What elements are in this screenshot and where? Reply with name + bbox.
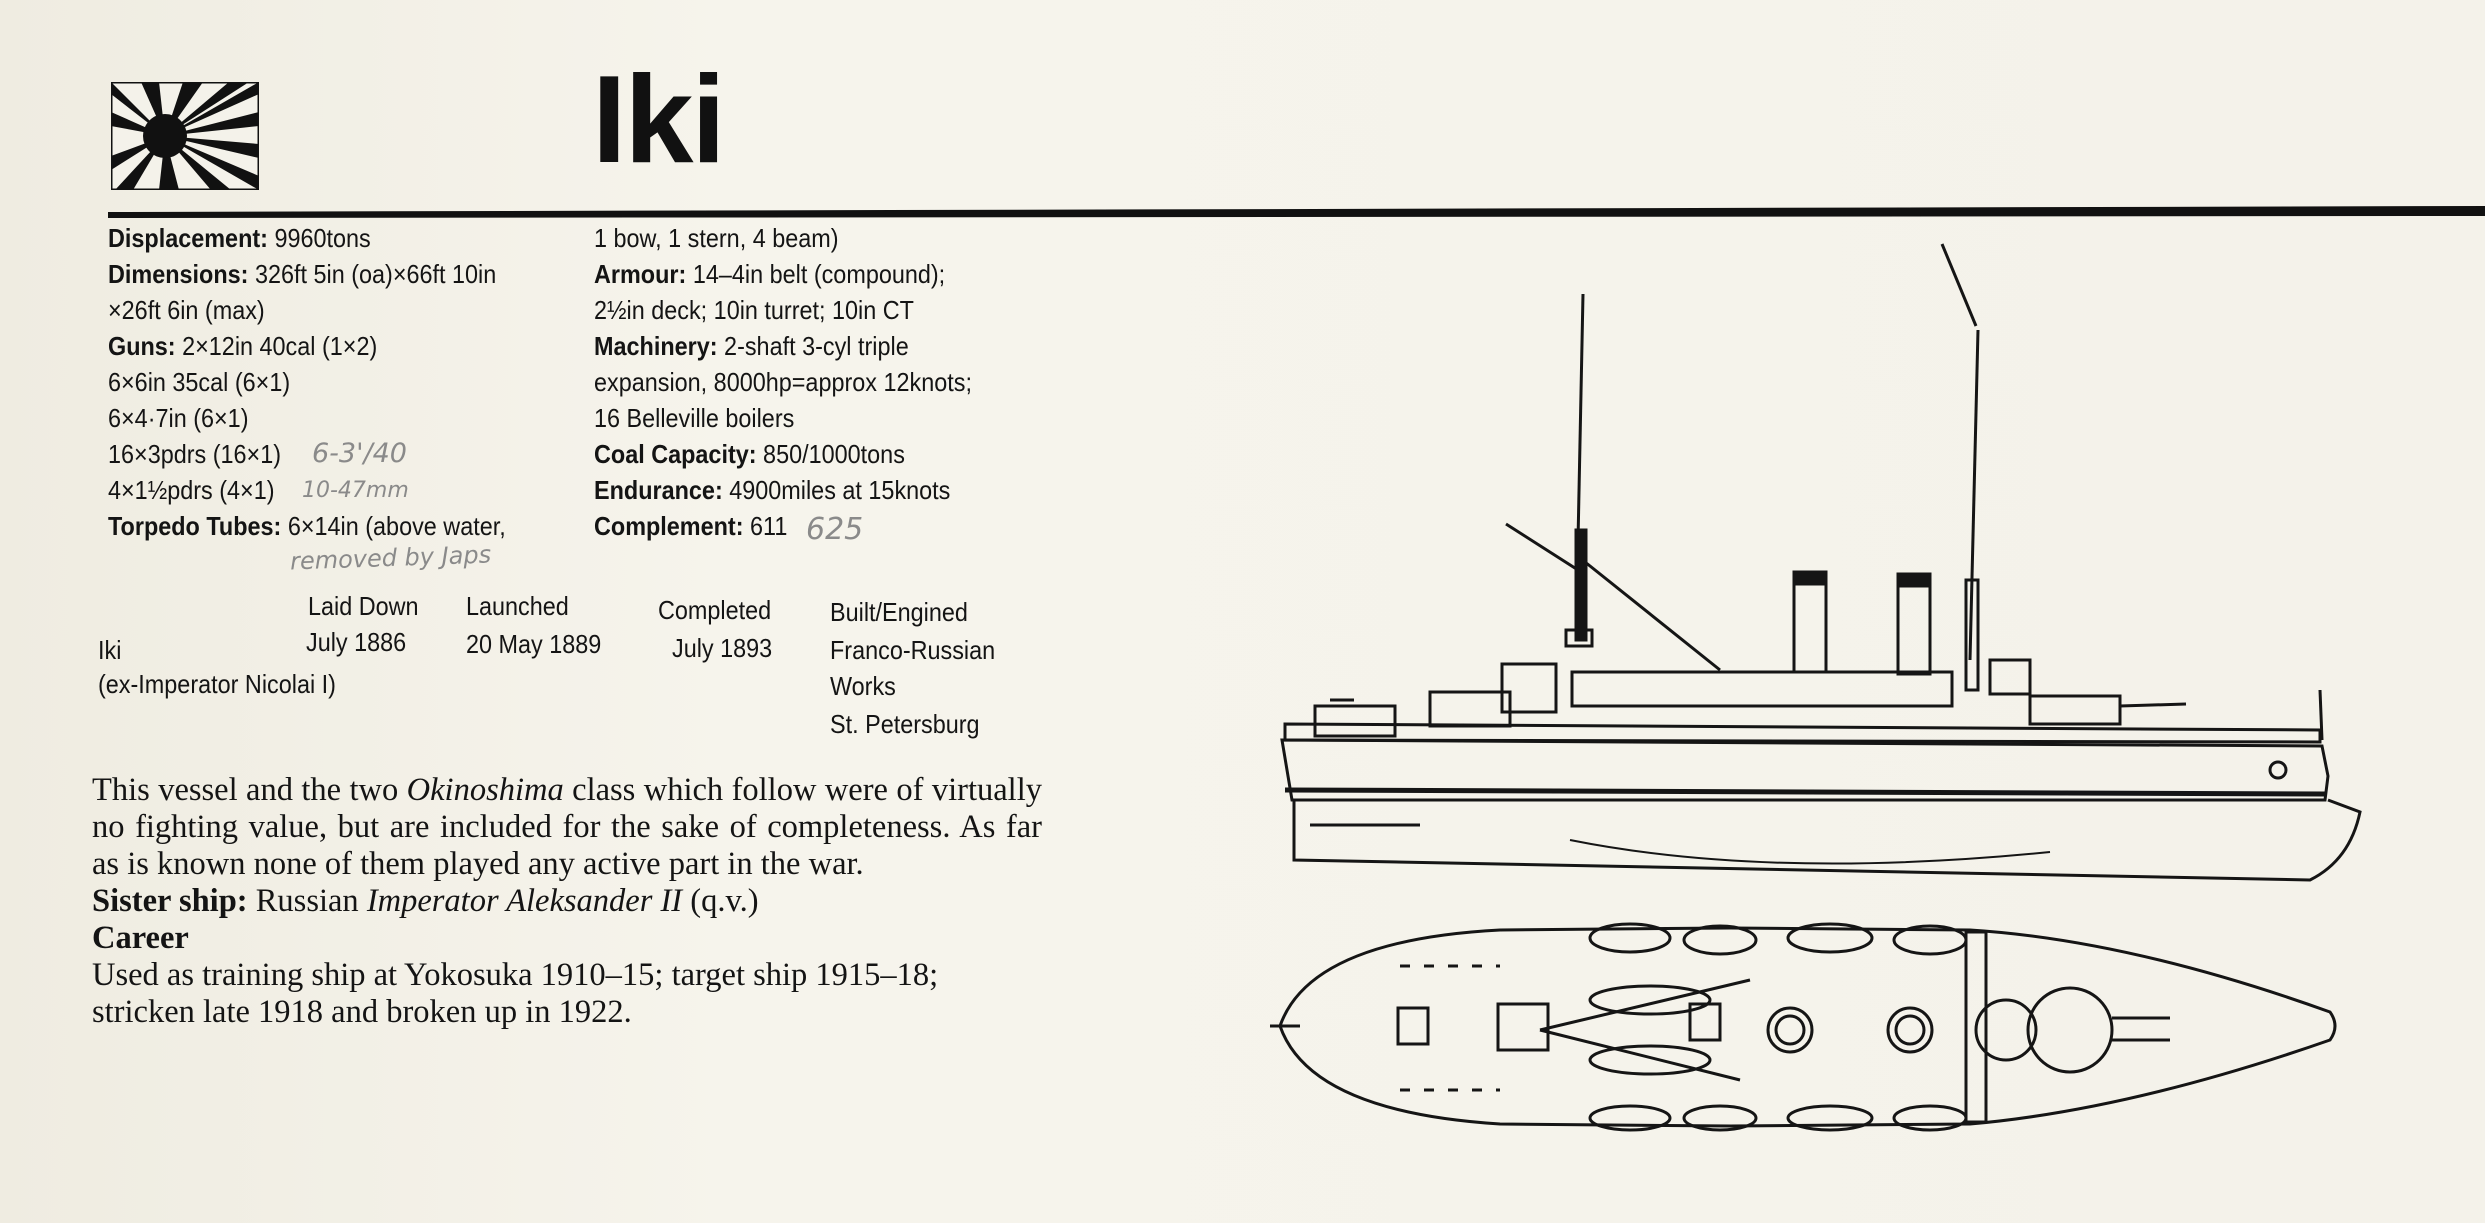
torpedo-value-1: 6×14in (above water, [287,511,506,541]
rising-sun-flag-icon [111,82,259,190]
machinery-label: Machinery [594,331,710,361]
displacement-label: Displacement [108,223,261,253]
builder-cell-2: Works [830,671,896,701]
description-paragraph: This vessel and the two Okinoshima class… [92,772,1042,883]
torpedo-label: Torpedo Tubes [108,511,274,541]
handwritten-note-complement: 625 [806,512,864,547]
endurance-value: 4900miles at 15knots [729,475,951,505]
coal-row: Coal Capacity: 850/1000tons [594,439,905,469]
sister-ship-text-1: Russian [255,883,367,919]
description-text: This vessel and the two Okinoshima class… [92,772,1042,1031]
guns-value-1: 2×12in 40cal (1×2) [182,331,378,361]
table-header-built-engined: Built/Engined [830,597,968,627]
armour-row: Armour: 14–4in belt (compound); [594,259,946,289]
machinery-value-1: 2-shaft 3-cyl triple [724,331,909,361]
completed-cell: July 1893 [672,633,773,663]
sister-ship-name: Imperator Aleksander II [366,883,683,919]
builder-cell-3: St. Petersburg [830,709,980,739]
career-text: Used as training ship at Yokosuka 1910–1… [92,957,939,1030]
armour-label: Armour [594,259,679,289]
page-title: Iki [592,51,726,189]
machinery-row: Machinery: 2-shaft 3-cyl triple [594,331,909,361]
armour-value-2: 2½in deck; 10in turret; 10in CT [594,295,914,325]
sister-ship-label: Sister ship [92,883,237,919]
laid-down-cell: July 1886 [306,627,407,657]
coal-label: Coal Capacity [594,439,749,469]
ship-plan-view-icon [1270,922,2337,1132]
guns-value-3: 6×4·7in (6×1) [108,403,249,433]
guns-value-4: 16×3pdrs (16×1) [108,439,282,469]
torpedo-value-2: 1 bow, 1 stern, 4 beam) [594,223,839,253]
sister-ship-text-2: (q.v.) [682,883,759,919]
table-header-laid-down: Laid Down [308,591,419,621]
endurance-label: Endurance [594,475,715,505]
complement-row: Complement: 611 [594,511,788,541]
career-heading: Career [92,920,1042,957]
table-header-launched: Launched [466,591,569,621]
guns-value-2: 6×6in 35cal (6×1) [108,367,291,397]
machinery-value-3: 16 Belleville boilers [594,403,795,433]
guns-label: Guns [108,331,168,361]
description-part-1: This vessel and the two [92,772,407,808]
description-italic-class: Okinoshima [406,772,564,808]
specs-column-2: 1 bow, 1 stern, 4 beam) Armour: 14–4in b… [594,220,972,544]
coal-value: 850/1000tons [763,439,905,469]
header-rule [108,206,2485,218]
dimensions-label: Dimensions [108,259,241,289]
handwritten-note-guns-2: 10-47mm [302,478,409,503]
complement-label: Complement [594,511,736,541]
dimensions-value-2: ×26ft 6in (max) [108,295,265,325]
displacement-row: Displacement: 9960tons [108,223,371,253]
sister-ship-line: Sister ship: Russian Imperator Aleksande… [92,883,759,919]
builder-cell-1: Franco-Russian [830,635,996,665]
machinery-value-2: expansion, 8000hp=approx 12knots; [594,367,972,397]
table-header-completed: Completed [658,595,772,625]
specs-column-1: Displacement: 9960tons Dimensions: 326ft… [108,220,506,544]
torpedo-row: Torpedo Tubes: 6×14in (above water, [108,511,506,541]
ship-drawing-icon [1270,243,2362,1132]
guns-row: Guns: 2×12in 40cal (1×2) [108,331,378,361]
ship-name-cell: Iki [98,635,122,665]
complement-value: 611 [750,511,788,541]
endurance-row: Endurance: 4900miles at 15knots [594,475,951,505]
handwritten-note-guns-1: 6-3'/40 [312,438,407,469]
guns-value-5: 4×1½pdrs (4×1) [108,475,275,505]
armour-value-1: 14–4in belt (compound); [692,259,946,289]
ship-former-name-cell: (ex-Imperator Nicolai I) [98,669,336,699]
dimensions-row: Dimensions: 326ft 5in (oa)×66ft 10in [108,259,497,289]
handwritten-note-torpedo: removed by Japs [289,540,492,576]
description-part-2: class which follow were of virtually no … [92,772,1042,882]
ship-profile-view-icon [1280,243,2362,882]
career-label: Career [92,920,189,956]
displacement-value: 9960tons [274,223,371,253]
launched-cell: 20 May 1889 [466,629,602,659]
dimensions-value-1: 326ft 5in (oa)×66ft 10in [254,259,497,289]
